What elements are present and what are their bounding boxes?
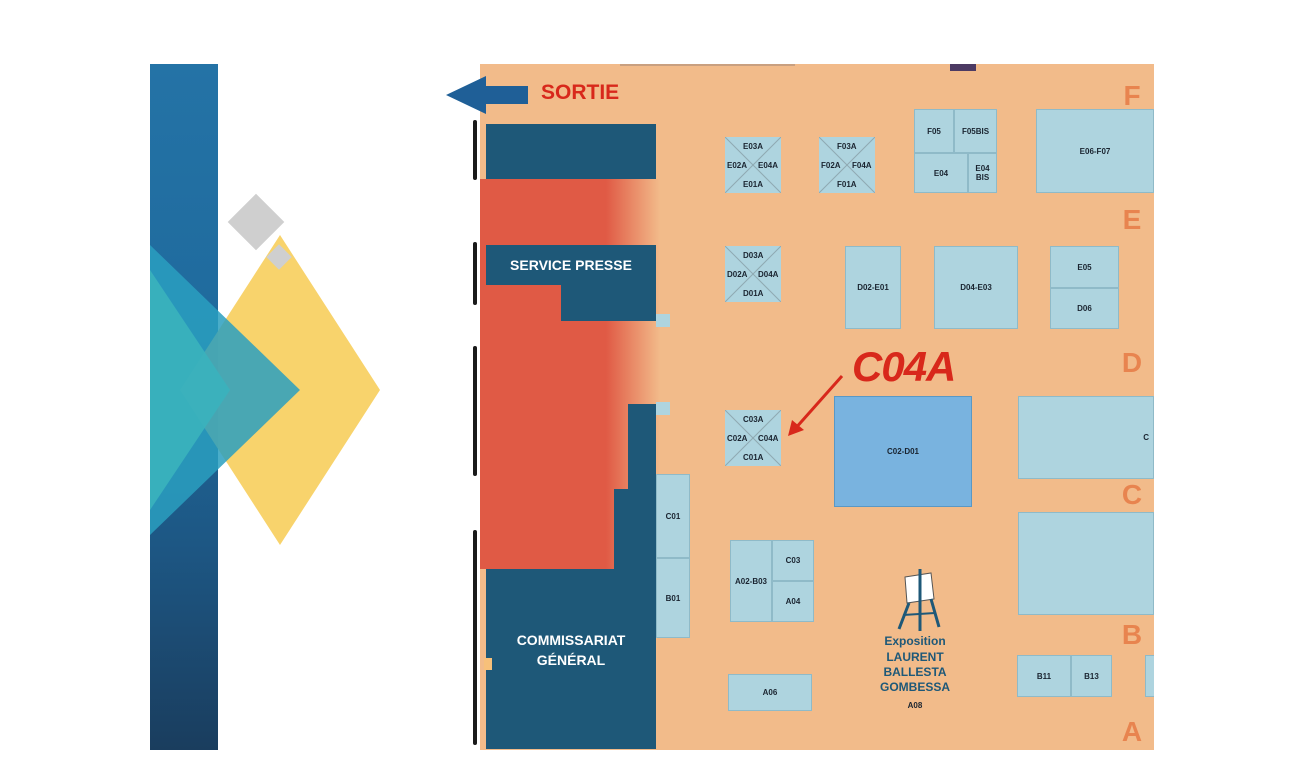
commissariat-label-1: COMMISSARIAT xyxy=(516,632,626,648)
booth-c03[interactable]: C03 xyxy=(772,540,814,581)
navy-corridor xyxy=(628,404,656,494)
booth-label: E02A xyxy=(727,161,748,170)
service-presse-annex xyxy=(561,285,656,321)
booth-label: D02A xyxy=(727,270,748,279)
easel-icon xyxy=(897,569,941,631)
booth-label-c04a: C04A xyxy=(758,434,779,443)
exhibition-label-1: Exposition xyxy=(884,634,946,648)
booth-cluster-c[interactable]: C03A C02A C04A C01A xyxy=(725,410,781,466)
booth-a08: A08 xyxy=(907,701,923,710)
callout-arrow-icon xyxy=(788,375,844,436)
booth-label: C03A xyxy=(743,415,764,424)
booth-cluster-e[interactable]: E03A E02A E04A E01A xyxy=(725,137,781,193)
booth-label: F04A xyxy=(852,161,872,170)
navy-block-top xyxy=(486,124,656,179)
booth-a06[interactable]: A06 xyxy=(728,674,812,711)
booth-e05[interactable]: E05 xyxy=(1050,246,1119,288)
row-letter-b: B xyxy=(1121,619,1143,650)
booth-label: C02A xyxy=(727,434,748,443)
booth-label: E03A xyxy=(743,142,764,151)
booth-label: D04A xyxy=(758,270,779,279)
top-marker xyxy=(950,64,976,71)
exit-label[interactable]: SORTIE xyxy=(541,81,620,104)
service-presse-label: SERVICE PRESSE xyxy=(510,257,632,273)
booth-b01[interactable]: B01 xyxy=(656,558,690,638)
booth-label: F01A xyxy=(837,180,857,189)
booth-b11[interactable]: B11 xyxy=(1017,655,1071,697)
exhibition-label-2: LAURENT xyxy=(886,650,944,664)
service-presse-area[interactable]: SERVICE PRESSE xyxy=(486,245,656,285)
floor-plan: SERVICE PRESSE COMMISSARIAT GÉNÉRAL F E … xyxy=(480,64,1154,750)
booth-label: F02A xyxy=(821,161,841,170)
booth-c02-d01[interactable]: C02-D01 xyxy=(834,396,972,507)
decorative-diamonds xyxy=(150,193,380,545)
booth-label: E04 xyxy=(975,164,990,173)
booth-c01[interactable]: C01 xyxy=(656,474,690,558)
small-marker xyxy=(484,658,492,670)
small-square xyxy=(656,314,670,327)
row-letter-f: F xyxy=(1123,80,1141,111)
wall-segment xyxy=(473,120,477,180)
booth-d02-e01[interactable]: D02-E01 xyxy=(845,246,901,329)
wall-segment xyxy=(473,242,477,305)
booth-label: E04A xyxy=(758,161,779,170)
booth-f05[interactable]: F05 xyxy=(914,109,954,153)
booth-label: BIS xyxy=(975,173,990,182)
booth-block-right[interactable] xyxy=(1018,512,1154,615)
booth-cluster-f[interactable]: F03A F02A F04A F01A xyxy=(819,137,875,193)
row-letter-a: A xyxy=(1121,716,1143,747)
booth-a02-b03[interactable]: A02-B03 xyxy=(730,540,772,622)
row-letter-d: D xyxy=(1121,347,1143,378)
booth-label: C01A xyxy=(743,453,764,462)
exhibition-area[interactable]: Exposition LAURENT BALLESTA GOMBESSA A08 xyxy=(870,564,960,724)
navy-step xyxy=(614,489,656,569)
top-wall xyxy=(620,64,795,66)
booth-edge[interactable] xyxy=(1145,655,1154,697)
booth-a04[interactable]: A04 xyxy=(772,581,814,622)
small-square xyxy=(656,402,670,415)
row-letter-c: C xyxy=(1121,479,1143,510)
callout-label: C04A xyxy=(852,343,956,390)
booth-c-right[interactable]: C xyxy=(1018,396,1154,479)
booth-e06-f07[interactable]: E06-F07 xyxy=(1036,109,1154,193)
exit-arrow-icon xyxy=(446,76,528,114)
booth-label: E01A xyxy=(743,180,764,189)
exhibition-label-3: BALLESTA xyxy=(883,665,947,679)
booth-d04-e03[interactable]: D04-E03 xyxy=(934,246,1018,329)
exhibition-label-4: GOMBESSA xyxy=(879,680,950,694)
commissariat-area[interactable]: COMMISSARIAT GÉNÉRAL xyxy=(486,569,656,749)
booth-d06[interactable]: D06 xyxy=(1050,288,1119,329)
wall-segment xyxy=(473,346,477,476)
row-letter-e: E xyxy=(1122,204,1142,235)
booth-b13[interactable]: B13 xyxy=(1071,655,1112,697)
booth-f05bis[interactable]: F05BIS xyxy=(954,109,997,153)
booth-e04[interactable]: E04 xyxy=(914,153,968,193)
commissariat-label-2: GÉNÉRAL xyxy=(536,652,606,668)
wall-segment xyxy=(473,530,477,745)
booth-label: D03A xyxy=(743,251,764,260)
booth-label: F03A xyxy=(837,142,857,151)
booth-cluster-d[interactable]: D03A D02A D04A D01A xyxy=(725,246,781,302)
booth-e04bis[interactable]: E04 BIS xyxy=(968,153,997,193)
booth-label: D01A xyxy=(743,289,764,298)
